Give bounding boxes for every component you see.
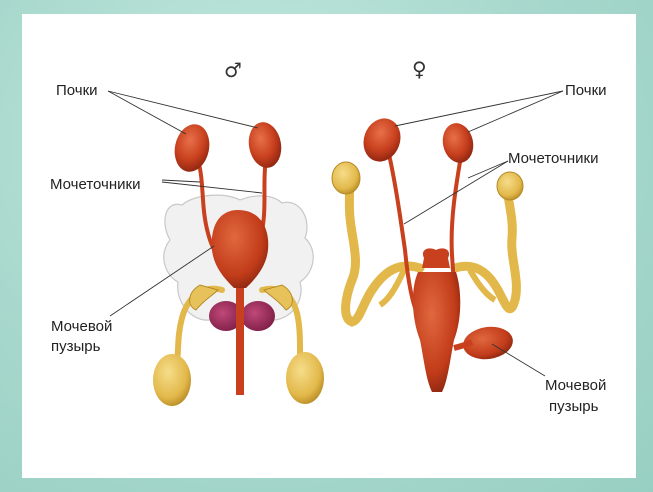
female-bladder [413, 272, 460, 392]
male-symbol: ♂ [224, 58, 242, 82]
female-uterus [422, 248, 450, 268]
male-prostate-right [241, 301, 275, 331]
female-kidney-left [358, 113, 407, 167]
label-bladder-right-line2: пузырь [549, 398, 599, 415]
male-testis-left [153, 354, 191, 406]
label-bladder-left-line1: Мочевой [51, 318, 112, 335]
label-kidneys-left: Почки [56, 82, 98, 99]
label-ureters-left: Мочеточники [50, 176, 140, 193]
female-fimbria-right [497, 172, 523, 200]
male-urethra [236, 288, 244, 395]
female-urinary-system [332, 113, 523, 392]
label-kidneys-right: Почки [565, 82, 607, 99]
female-fimbria-left [332, 162, 360, 194]
label-bladder-right-line1: Мочевой [545, 377, 606, 394]
male-kidney-right [245, 120, 285, 171]
label-bladder-left-line2: пузырь [51, 338, 101, 355]
female-symbol: ♀ [412, 57, 427, 81]
label-ureters-right: Мочеточники [508, 150, 598, 167]
male-urinary-system [153, 120, 324, 406]
male-testis-right [286, 352, 324, 404]
female-kidney-right [439, 120, 477, 165]
